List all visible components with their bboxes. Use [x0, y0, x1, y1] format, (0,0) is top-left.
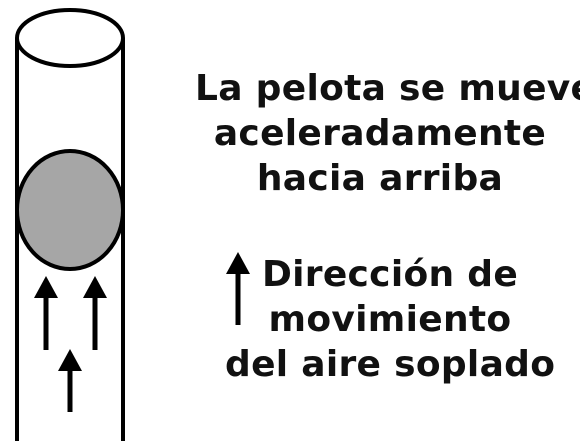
air-direction-caption: Dirección de movimiento del aire soplado [225, 252, 555, 387]
air-arrows [34, 276, 107, 412]
tube-top-opening [15, 8, 125, 68]
ball [15, 149, 125, 271]
air-arrow-left-icon [34, 276, 58, 350]
legend-up-arrow-icon [226, 252, 250, 325]
ball-caption-line-1: La pelota se mueve [195, 68, 580, 109]
air-arrow-bottom-icon [58, 349, 82, 412]
tube [15, 8, 125, 441]
ball-caption-line-3: hacia arriba [256, 158, 504, 199]
air-caption-line-2: movimiento [268, 299, 512, 340]
ball-motion-caption: La pelota se mueve aceleradamente hacia … [195, 66, 580, 201]
ball-caption-line-2: aceleradamente [213, 113, 547, 154]
air-arrow-right-icon [83, 276, 107, 350]
air-caption-line-3: del aire soplado [225, 344, 556, 385]
air-caption-line-1: Dirección de [261, 254, 519, 295]
